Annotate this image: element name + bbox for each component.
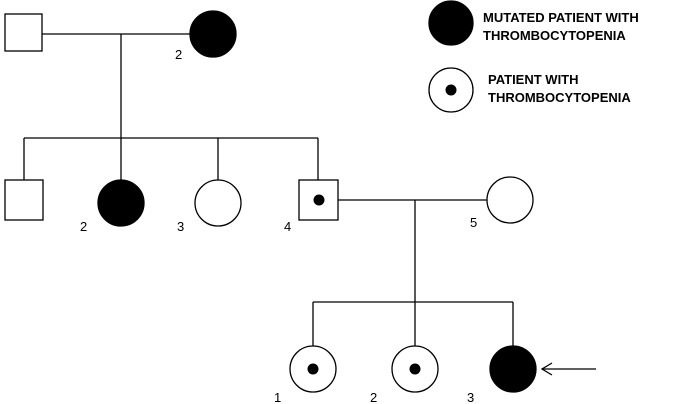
gen3-female-3-affected — [489, 345, 537, 393]
legend-mutated-label-line2: THROMBOCYTOPENIA — [483, 28, 626, 43]
gen2-female-unaffected-number: 3 — [177, 219, 184, 234]
legend-patient-label-line2: THROMBOCYTOPENIA — [488, 90, 631, 105]
gen2-male-carrier-number: 4 — [284, 219, 291, 234]
gen1-female-number: 2 — [175, 47, 182, 62]
gen2-spouse-number: 5 — [470, 215, 477, 230]
gen3-child1-number: 1 — [274, 390, 281, 404]
gen2-female-affected-number: 2 — [80, 219, 87, 234]
gen2-male-carrier-dot — [313, 194, 325, 206]
gen1-male — [4, 13, 43, 52]
gen2-female-unaffected — [194, 179, 242, 227]
gen3-female-1-dot — [307, 363, 319, 375]
legend-mutated-symbol — [428, 0, 474, 46]
gen3-female-2-dot — [409, 363, 421, 375]
legend-mutated-label-line1: MUTATED PATIENT WITH — [483, 10, 639, 25]
gen1-female-affected — [189, 10, 237, 58]
legend-patient-dot — [445, 84, 457, 96]
gen3-child3-number: 3 — [467, 390, 474, 404]
gen2-spouse — [486, 176, 534, 224]
legend-patient-label-line1: PATIENT WITH — [488, 72, 579, 87]
proband-arrowhead-icon — [540, 362, 553, 376]
gen2-female-affected — [97, 179, 145, 227]
gen2-male-1 — [4, 179, 44, 221]
gen3-child2-number: 2 — [370, 390, 377, 404]
